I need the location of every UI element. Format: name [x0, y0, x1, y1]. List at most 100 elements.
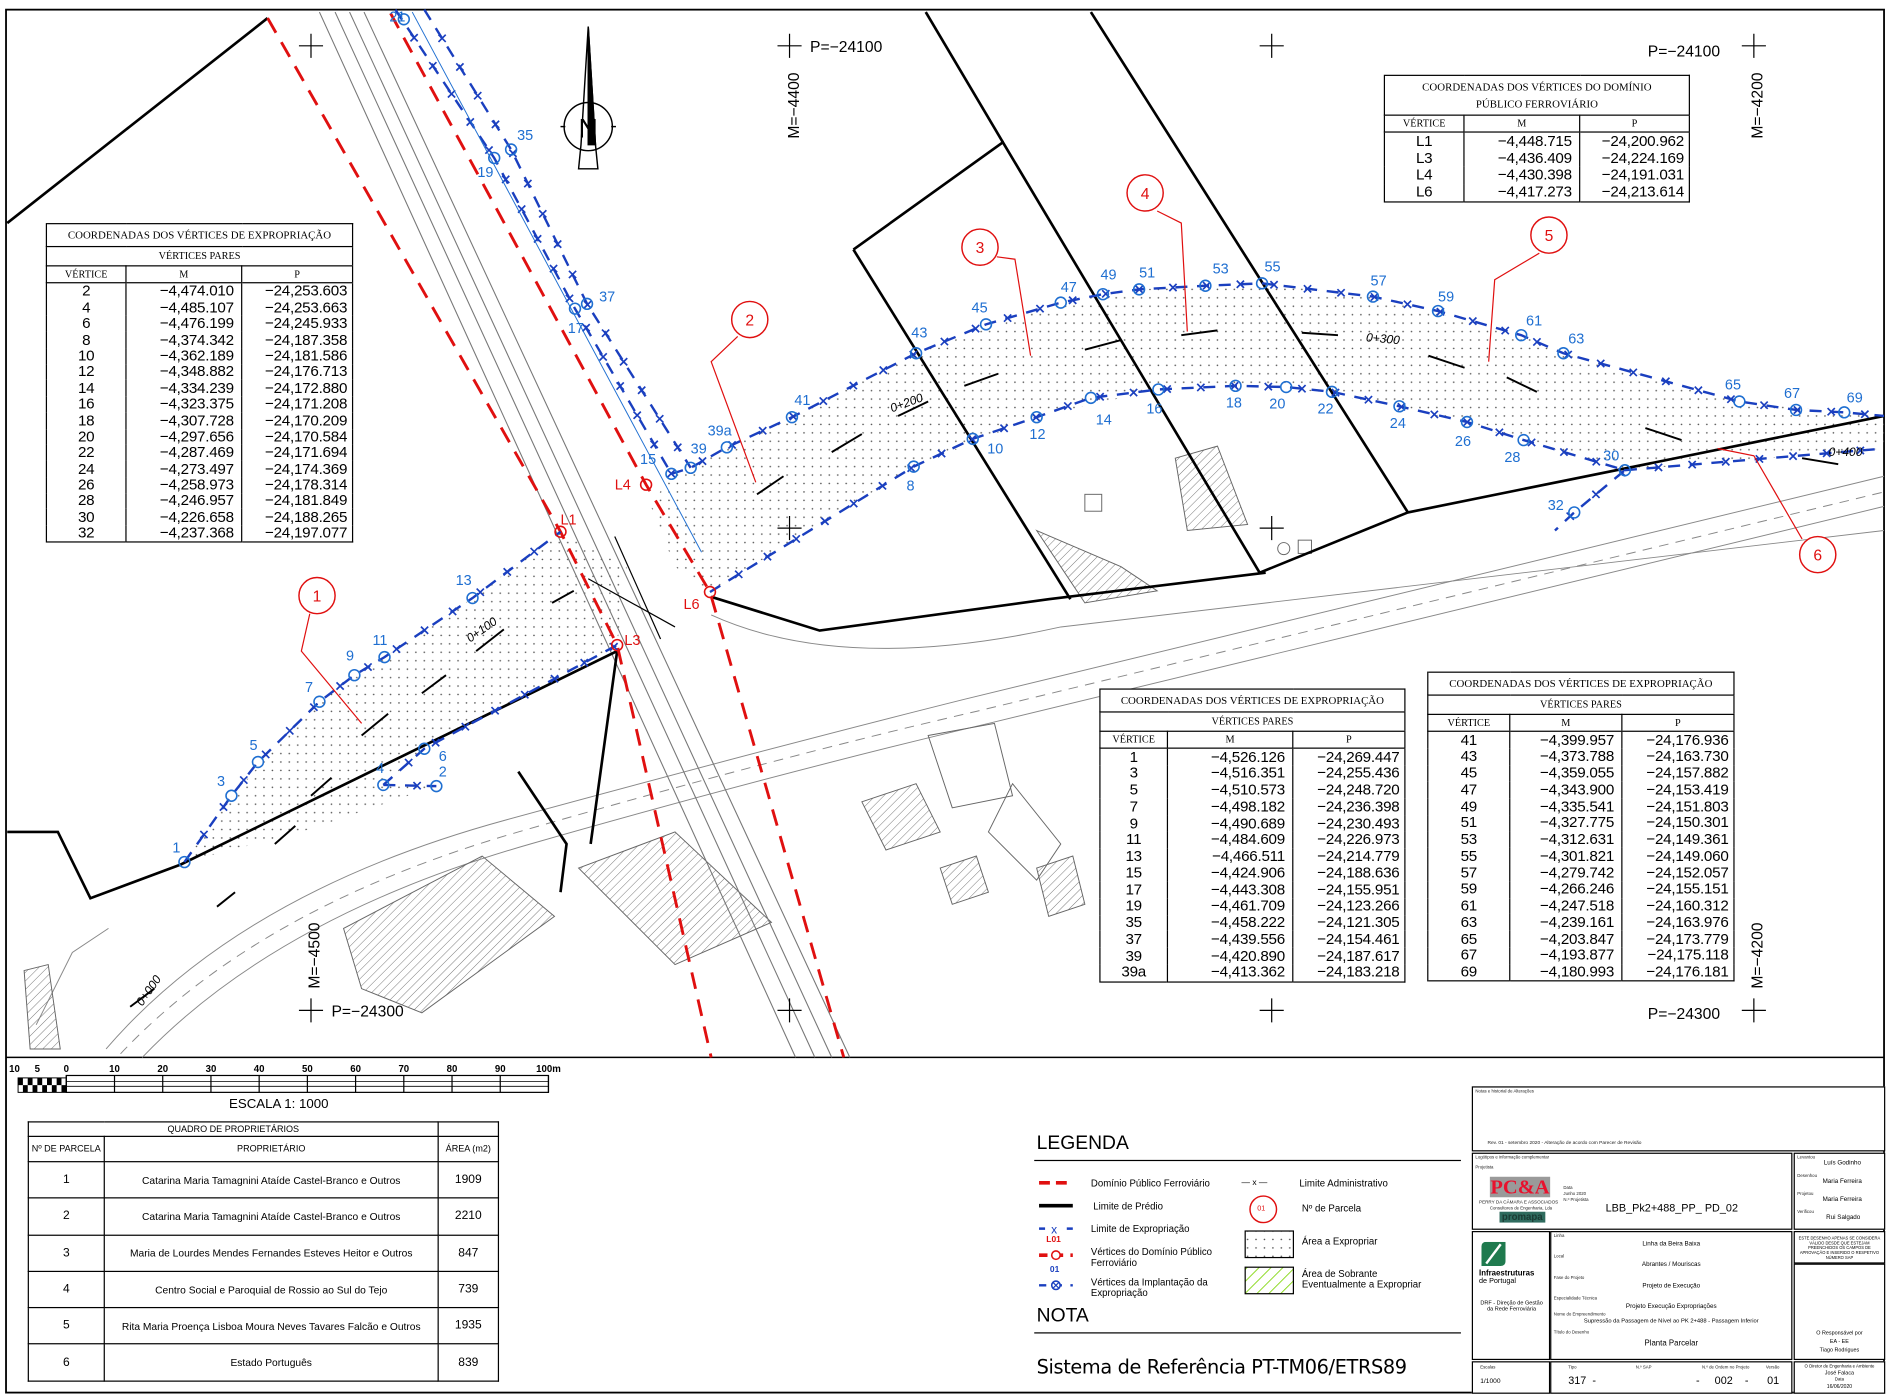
- vertex-marker: 21: [389, 10, 411, 26]
- p-coordinate-cell: −24,163.730: [1621, 748, 1734, 766]
- vertex-cell: 53: [1427, 831, 1510, 848]
- table-row: 8−4,374.342−24,187.358: [45, 332, 353, 348]
- scale-label: 10: [9, 1063, 20, 1075]
- vertex-cell: 26: [45, 477, 126, 494]
- dpf-vertex-label: L3: [624, 633, 640, 649]
- pca-name: PERRY DA CÂMARA E ASSOCIADOS: [1479, 1199, 1559, 1205]
- x-mark-icon: [1303, 284, 1312, 293]
- x-mark-icon: [792, 534, 801, 544]
- m-coordinate-cell: −4,237.368: [125, 525, 242, 543]
- vertex-label: 19: [477, 165, 493, 181]
- dpf-vertex-circle-icon: [554, 525, 567, 538]
- roads: [35, 475, 1885, 1058]
- expropriation-x-marks: [199, 33, 1870, 839]
- tipo-value: 317 -: [1568, 1374, 1596, 1387]
- vertex-circle-icon: [251, 755, 265, 769]
- x-mark-icon: [667, 469, 676, 478]
- scale-title: ESCALA 1: 1000: [229, 1097, 329, 1112]
- nproj-value: LBB_Pk2+488_PP_ PD_02: [1605, 1202, 1738, 1215]
- table-row: L1−4,448.715−24,200.962: [1383, 132, 1690, 150]
- railway-domain-coordinate-table: COORDENADAS DOS VÉRTICES DO DOMÍNIO PÚBL…: [1383, 74, 1690, 203]
- tipo-label: Tipo: [1568, 1364, 1577, 1370]
- vertex-marker: 8: [906, 460, 920, 495]
- p-coordinate-cell: −24,236.398: [1292, 798, 1405, 816]
- vertex-label: 2: [439, 764, 447, 780]
- linha-value: Linha da Beira Baixa: [1642, 1240, 1701, 1248]
- vertex-label: 22: [1318, 402, 1334, 418]
- vertex-marker: 59: [1431, 289, 1454, 318]
- p-coordinate-cell: −24,181.586: [241, 348, 353, 365]
- vertex-label: 32: [1548, 498, 1564, 514]
- p-coordinate-cell: −24,178.314: [241, 477, 353, 494]
- x-mark-icon: [820, 517, 830, 526]
- vertex-label: 20: [1269, 397, 1285, 413]
- project-info-box: Linha Linha da Beira Baixa Local Abrante…: [1550, 1231, 1793, 1361]
- m-coordinate-cell: −4,461.709: [1166, 897, 1293, 915]
- vertex-cell: 49: [1427, 798, 1510, 815]
- m-coordinate-cell: −4,413.362: [1166, 964, 1293, 982]
- fase-value: Projeto de Execução: [1642, 1282, 1701, 1291]
- expropriation-line-icon: x: [1039, 1222, 1073, 1236]
- parcel-number-cell: 4: [27, 1270, 105, 1309]
- vertex-cell: 28: [45, 493, 126, 510]
- x-mark-icon: [1095, 392, 1105, 401]
- table-row: 37−4,439.556−24,154.461: [1099, 931, 1405, 948]
- vertex-cell: 1: [1099, 748, 1168, 766]
- vertex-circle-icon: [1152, 383, 1165, 396]
- projetou-label: Projetou: [1797, 1191, 1814, 1197]
- vertex-marker: 13: [456, 573, 479, 605]
- m-coordinate-cell: −4,448.715: [1463, 132, 1580, 150]
- vertex-circle-icon: [430, 779, 443, 793]
- vertex-label: 3: [217, 774, 225, 790]
- vertex-circle-icon: [1393, 400, 1406, 413]
- column-header-parcel: Nº DE PARCELA: [27, 1135, 105, 1163]
- vertex-label: 59: [1438, 289, 1454, 305]
- vertex-circle-icon: [1325, 385, 1339, 399]
- table-row: 51−4,327.775−24,150.301: [1427, 814, 1734, 832]
- m-coordinate-cell: −4,266.246: [1509, 881, 1622, 898]
- m-coordinate-cell: −4,443.308: [1166, 881, 1293, 898]
- vertex-label: 41: [794, 393, 810, 409]
- vertex-label: 35: [517, 128, 533, 144]
- vertex-cell: 39: [1099, 947, 1168, 965]
- x-mark-icon: [412, 781, 422, 790]
- m-coordinate-cell: −4,348.882: [125, 364, 242, 381]
- m-coordinate-cell: −4,424.906: [1166, 864, 1293, 882]
- grid-label-p: P=−24100: [810, 39, 883, 56]
- x-mark-icon: [967, 434, 977, 444]
- vertex-cell: 11: [1099, 831, 1168, 849]
- column-header: M: [1463, 115, 1580, 133]
- railway-public-domain-lines: [266, 12, 846, 1058]
- vertex-circle-icon: [1733, 395, 1746, 408]
- x-mark-icon: [849, 499, 858, 508]
- p-coordinate-cell: −24,187.617: [1292, 947, 1405, 965]
- p-coordinate-cell: −24,213.614: [1579, 183, 1690, 202]
- x-mark-icon: [598, 352, 608, 362]
- owner-name-cell: Catarina Maria Tamagnini Ataíde Castel-B…: [103, 1161, 439, 1199]
- dpf-vertex-circle-icon: [610, 638, 624, 652]
- vertex-marker: 30: [1603, 449, 1632, 477]
- vertex-cell: 2: [45, 282, 126, 300]
- vertex-marker: 35: [504, 128, 533, 156]
- m-coordinate-cell: −4,246.957: [125, 493, 242, 510]
- m-coordinate-cell: −4,239.161: [1509, 914, 1622, 931]
- escalas-label: Escalas: [1480, 1364, 1496, 1370]
- m-coordinate-cell: −4,474.010: [125, 282, 242, 300]
- chainage-label: 0+300: [1365, 330, 1400, 347]
- vertex-label: 53: [1213, 262, 1229, 278]
- parcel-number: 5: [1545, 228, 1554, 245]
- table-row: 53−4,312.631−24,149.361: [1427, 831, 1734, 848]
- x-mark-icon: [789, 412, 798, 421]
- x-mark-icon: [734, 570, 743, 579]
- linha-label: Linha: [1553, 1233, 1565, 1239]
- x-mark-icon: [461, 722, 470, 731]
- dpf-vertex-circle-icon: [703, 585, 717, 599]
- table-subtitle: VÉRTICES PARES: [1099, 711, 1405, 732]
- x-mark-icon: [1759, 400, 1769, 410]
- table-row: 65−4,203.847−24,173.779: [1427, 930, 1734, 948]
- p-coordinate-cell: −24,214.779: [1292, 848, 1405, 865]
- dpf-vertex-marker: L4: [615, 478, 653, 494]
- scale-box: Escalas 1/1000: [1471, 1361, 1551, 1394]
